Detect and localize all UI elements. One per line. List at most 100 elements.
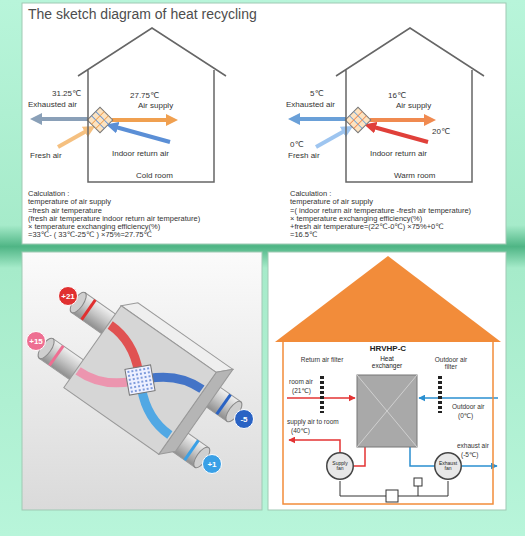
airflow-paths [78,325,202,435]
hrvhp-airflow [419,397,498,399]
cold-room-airflow [112,126,170,142]
air-filter [320,376,324,413]
hrvhp-airflow [410,447,434,466]
exchanger-core [345,107,370,132]
fan-circle [435,453,462,480]
airflow-paths [98,325,152,372]
flow-label: Air supply [138,102,173,111]
node-label: +1 [207,460,216,469]
flow-label: room air [289,378,313,385]
node-label: Heat exchanger [367,355,407,370]
calc-line: Calculation : [28,190,268,198]
refrigerant-circuit [418,486,419,496]
flow-label: Outdoor air filter [428,356,474,371]
flow-label: Indoor return air [112,150,169,159]
exchanger-core [92,112,109,129]
exchanger-core [125,365,155,395]
node-label: HRVHP-C [370,344,406,353]
flow-label: 16℃ [388,92,406,101]
flow-label: Exhausted air [28,101,77,110]
refrigerant-circuit [414,478,422,486]
exchanger-core [92,112,109,129]
panels [268,252,506,510]
cold-room-airflow [112,118,172,122]
flow-label: Fresh air [288,152,320,161]
flow-label: Air supply [396,102,431,111]
exchanger-box [357,375,417,447]
hrvhp-airflow [354,447,365,466]
warm-room-airflow [370,126,428,142]
node-label: Supply fan [329,461,351,472]
flow-label: Fresh air [30,152,62,161]
warm-room-airflow [294,117,346,121]
warm-room-airflow [370,118,430,122]
calc-line: =fresh air temperature [28,207,268,215]
airflow-paths [129,388,183,435]
warm-room-airflow [294,107,430,147]
airflow-paths [78,353,132,400]
temperature-tag: +1 [202,454,222,474]
temperature-tag: +15 [26,331,46,351]
exchanger-plates [357,375,417,447]
temperature-tag: +21 [58,286,78,306]
fan-circle [327,453,354,480]
refrigerant-circuit [340,478,448,502]
calculation-block: Calculation :temperature of air supply=f… [28,190,268,240]
cold-room-airflow [36,117,88,121]
flow-label: 5℃ [310,90,323,99]
air-filter [438,376,442,413]
calc-line: × temperature exchanging efficiency(%) [290,215,504,223]
unit-housing [64,296,233,461]
panels [22,3,506,244]
house-outline [336,28,484,182]
house-wall [283,340,493,504]
calc-line: (fresh air temperature indoor return air… [28,215,268,223]
flow-label: 0℃ [290,141,303,150]
node-label: Exhaust fan [437,461,459,472]
calc-line: =16.5℃ [290,231,504,239]
unit-housing [64,306,216,454]
node-label: +15 [29,337,43,346]
flow-label: (-5℃) [461,451,478,458]
flow-label: 31.25℃ [52,90,81,99]
roof [275,256,501,342]
tag-circle [27,332,46,351]
calc-line: =( indoor return air temperature -fresh … [290,207,504,215]
diagram-title: The sketch diagram of heat recycling [28,6,257,22]
cold-room-airflow [36,107,172,147]
fan-symbol: Exhaust fan [434,452,462,480]
flow-label: Indoor return air [370,150,427,159]
node-label: Warm room [394,171,435,180]
tag-circle [235,410,254,429]
node-label: -5 [240,415,247,424]
calc-line: =33℃- ( 33℃-25℃ ) ×75%=27.75℃ [28,231,268,239]
flow-label: Exhausted air [286,101,335,110]
calc-line: Calculation : [290,190,504,198]
exchanger-core [350,112,367,129]
flow-label: (40℃) [291,427,310,434]
node-label: +21 [61,292,75,301]
exchanger-core [87,107,112,132]
calc-line: +fresh air temperature=(22℃-0℃) ×75%+0℃ [290,223,504,231]
panels [22,3,506,510]
calc-line: temperature of air supply [290,198,504,206]
calc-line: × temperature exchanging efficiency(%) [28,223,268,231]
flow-label: Return air filter [300,356,344,363]
node-label: Cold room [136,171,173,180]
refrigerant-circuit [386,490,398,502]
flow-label: 20℃ [432,128,450,137]
fan-symbol: Supply fan [326,452,354,480]
flow-label: supply air to room [287,418,339,425]
tag-circle [59,287,78,306]
hrvhp-airflow [289,440,340,453]
flow-label: (21℃) [292,387,311,394]
hrvhp-airflow [462,465,497,467]
flow-label: 27.75℃ [130,92,159,101]
duct [35,290,245,470]
house-outline [78,28,226,182]
cold-room-airflow [58,129,90,147]
exchanger-core [87,107,112,132]
